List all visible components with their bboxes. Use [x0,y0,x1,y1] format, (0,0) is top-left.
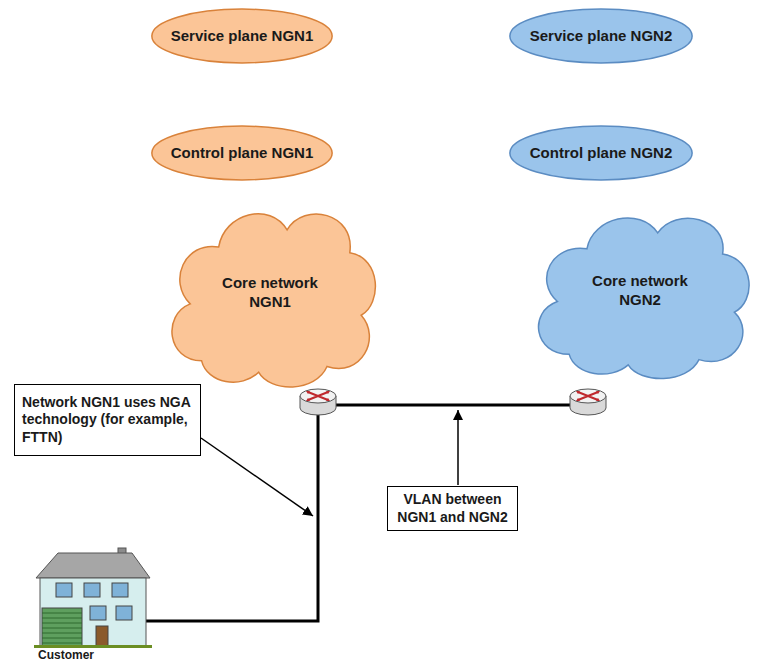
customer-label: Customer [38,648,94,662]
house-icon [34,548,152,648]
node-text: Control plane NGN2 [530,144,673,163]
callout-box: VLAN between NGN1 and NGN2 [387,486,518,531]
node-text: Network NGN1 uses NGA technology (for ex… [22,394,193,447]
service-plane-ellipse: Service plane NGN2 [508,8,694,64]
ellipse-shape [152,126,332,180]
node-text: Core network NGN1 [215,274,325,312]
node-text: VLAN between NGN1 and NGN2 [395,491,510,526]
node-text: Control plane NGN1 [171,144,314,163]
ellipse-shape [510,126,692,180]
vlan-link [318,404,588,407]
control-plane-ellipse: Control plane NGN1 [150,125,334,181]
cloud-shape [172,214,375,387]
router-icon [300,389,336,415]
leader-arrow [201,438,313,516]
ellipse-shape [510,9,692,63]
node-text: Core network NGN2 [585,272,695,310]
ellipse-shape [152,9,332,63]
cloud-shape [539,218,750,379]
service-plane-ellipse: Service plane NGN1 [150,8,334,64]
core-network-cloud: Core network NGN2 [522,196,757,386]
node-text: Service plane NGN2 [530,27,673,46]
node-text: Service plane NGN1 [171,27,314,46]
router-icon [570,389,606,415]
callout-box: Network NGN1 uses NGA technology (for ex… [14,384,201,456]
leader-arrow [457,410,459,485]
control-plane-ellipse: Control plane NGN2 [508,125,694,181]
core-network-cloud: Core network NGN1 [156,190,384,395]
